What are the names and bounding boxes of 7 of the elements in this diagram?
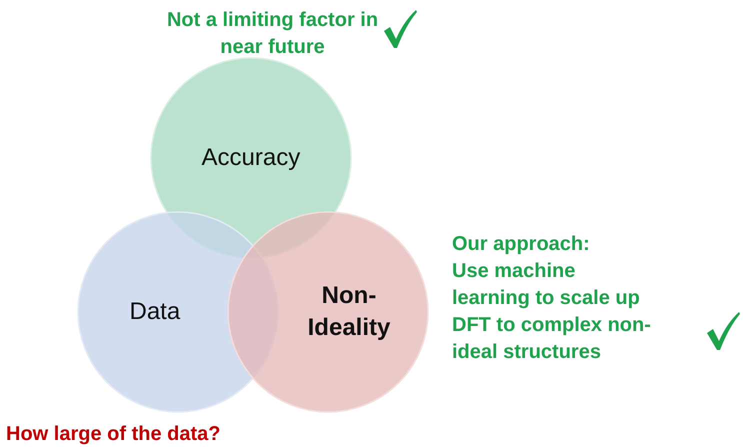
circle-label: Data	[130, 298, 180, 326]
circle-label: Non-Ideality	[306, 281, 392, 343]
circle-label: Accuracy	[202, 144, 300, 172]
annotation-text: Our approach:	[452, 232, 590, 257]
annotation-text: How large of the data?	[6, 422, 220, 447]
annotation-text: Use machine learning to scale up DFT to complex non-ideal structures	[452, 259, 652, 365]
annotation-text: Not a limiting factor in near future	[166, 8, 380, 60]
